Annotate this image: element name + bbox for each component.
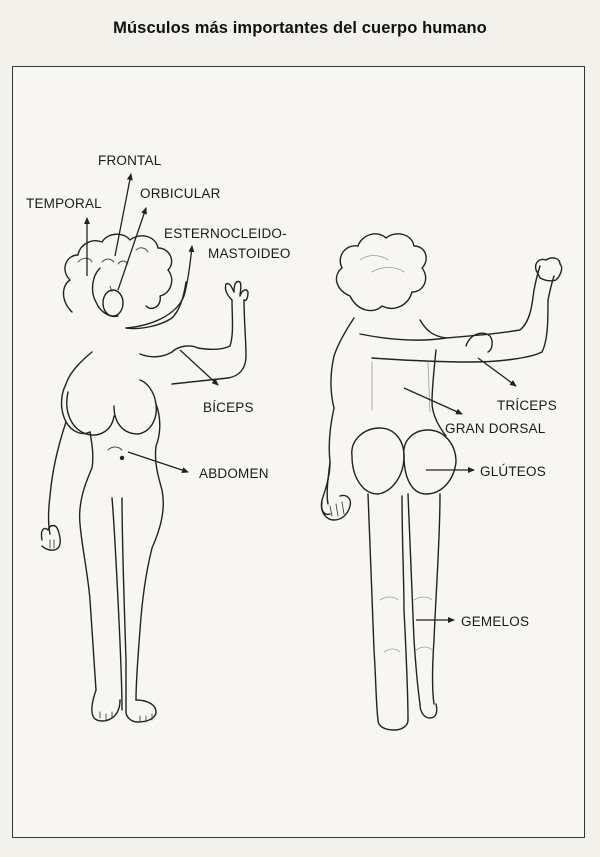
label-temporal: TEMPORAL — [26, 196, 102, 211]
arrow-esternocleidomastoideo — [126, 246, 192, 328]
arrow-abdomen — [128, 452, 188, 472]
label-gran-dorsal: GRAN DORSAL — [445, 421, 546, 436]
label-triceps: TRÍCEPS — [497, 398, 557, 413]
back-hair — [336, 234, 426, 311]
front-face — [93, 268, 118, 316]
label-biceps: BÍCEPS — [203, 400, 254, 415]
label-mastoideo: MASTOIDEO — [208, 246, 291, 261]
label-esternocleido: ESTERNOCLEIDO- — [164, 226, 287, 241]
label-frontal: FRONTAL — [98, 153, 162, 168]
label-orbicular: ORBICULAR — [140, 186, 221, 201]
label-abdomen: ABDOMEN — [199, 466, 269, 481]
back-figure — [321, 234, 561, 730]
arrow-frontal — [115, 174, 131, 256]
annotation-labels: FRONTAL TEMPORAL ORBICULAR ESTERNOCLEIDO… — [26, 153, 557, 629]
label-gluteos: GLÚTEOS — [480, 464, 546, 479]
arrow-triceps — [478, 358, 516, 386]
arrow-biceps — [180, 350, 218, 385]
label-gemelos: GEMELOS — [461, 614, 529, 629]
